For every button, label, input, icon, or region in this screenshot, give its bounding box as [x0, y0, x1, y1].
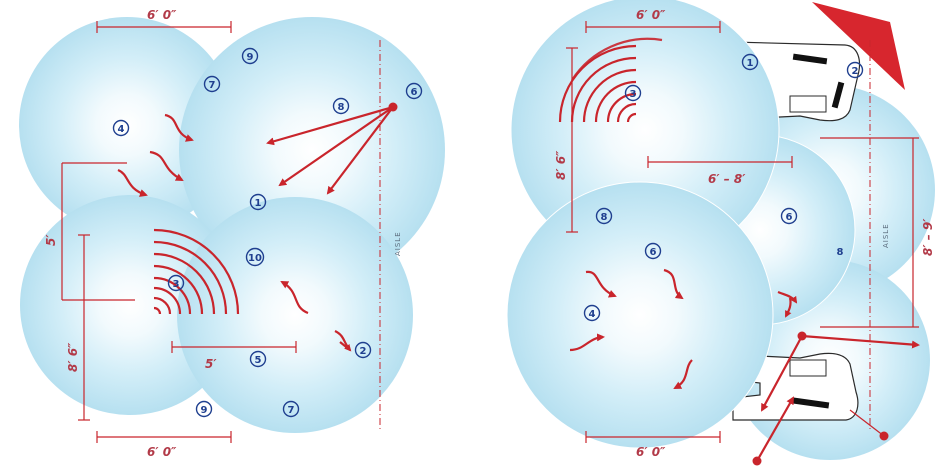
direction-triangle-icon — [812, 2, 905, 90]
svg-text:8′ 6″: 8′ 6″ — [66, 342, 80, 372]
signal-waves-icon — [153, 228, 240, 315]
dimension-aisle-width: 8′ – 9′ — [820, 137, 935, 328]
marker-badge: 3 — [624, 84, 642, 102]
svg-text:3: 3 — [173, 279, 180, 290]
svg-text:7: 7 — [288, 405, 295, 416]
marker-badge: 3 — [167, 274, 185, 292]
marker-badge: 2 — [846, 61, 864, 79]
leader-line — [849, 409, 885, 437]
svg-text:6′ 0″: 6′ 0″ — [147, 8, 177, 22]
dimension-bottom-width: 6′ 0″ — [585, 431, 721, 459]
marker-badge: 6 — [780, 207, 798, 225]
dimension-offset-horizontal: 5′ — [171, 341, 297, 371]
svg-text:8: 8 — [338, 102, 345, 113]
svg-text:1: 1 — [747, 58, 754, 69]
marker-badge: 2 — [354, 341, 372, 359]
marker-badge: 6 — [405, 82, 423, 100]
svg-text:5′: 5′ — [44, 234, 58, 246]
svg-text:1: 1 — [255, 198, 262, 209]
marker-badge: 4 — [583, 304, 601, 322]
left-layout: AISLE 6′ 0″ 6′ 0″ 8′ 6″ 5′ — [19, 8, 445, 459]
marker-badge: 1 — [741, 53, 759, 71]
ray-arrows — [266, 105, 394, 195]
dimension-top-width: 6′ 0″ — [96, 8, 232, 33]
marker-badge: 8 — [332, 97, 350, 115]
ray-arrow — [801, 334, 920, 349]
marker-badge: 8 — [595, 207, 613, 225]
svg-text:6′ – 8′: 6′ – 8′ — [708, 172, 746, 186]
right-layout: AISLE 6′ 0″ 6′ 0″ 8′ 6″ 6′ – 8′ — [506, 0, 935, 466]
signal-waves-icon — [558, 37, 663, 123]
flow-arrow-icon — [117, 113, 352, 352]
marker-badge: 9 — [241, 47, 259, 65]
marker-badge: 7 — [282, 400, 300, 418]
svg-text:5′: 5′ — [205, 357, 217, 371]
svg-text:2: 2 — [852, 66, 859, 77]
svg-text:9: 9 — [247, 52, 254, 63]
svg-text:7: 7 — [209, 80, 216, 91]
svg-text:8′ 6″: 8′ 6″ — [554, 150, 568, 180]
svg-text:4: 4 — [589, 309, 596, 320]
dimension-offset-vertical: 5′ — [44, 162, 135, 301]
marker-badge: 6 — [644, 242, 662, 260]
dimension-top-width: 6′ 0″ — [585, 8, 721, 33]
svg-text:6: 6 — [411, 87, 418, 98]
aisle-label: AISLE — [882, 223, 890, 248]
flow-arrow-icon — [569, 268, 798, 389]
ray-arrow — [761, 335, 803, 412]
marker-badge: 7 — [203, 75, 221, 93]
svg-text:6: 6 — [650, 247, 657, 258]
svg-text:6: 6 — [786, 212, 793, 223]
svg-text:8′ – 9′: 8′ – 9′ — [921, 218, 935, 256]
svg-text:9: 9 — [201, 405, 208, 416]
svg-text:6′ 0″: 6′ 0″ — [636, 445, 666, 459]
svg-text:4: 4 — [118, 124, 125, 135]
plain-number-label: 8 — [837, 247, 844, 258]
svg-text:8: 8 — [601, 212, 608, 223]
dimension-depth: 8′ 6″ — [66, 234, 90, 421]
zone-circle — [177, 197, 413, 433]
svg-text:6′ 0″: 6′ 0″ — [147, 445, 177, 459]
svg-text:3: 3 — [630, 89, 637, 100]
dimension-span: 6′ – 8′ — [647, 156, 793, 186]
dimension-bottom-width: 6′ 0″ — [96, 431, 232, 459]
aisle-label: AISLE — [394, 231, 402, 256]
marker-badge: 9 — [195, 400, 213, 418]
marker-badge: 10 — [245, 247, 265, 267]
marker-badge: 1 — [249, 193, 267, 211]
marker-badge: 4 — [112, 119, 130, 137]
svg-text:10: 10 — [248, 253, 262, 264]
svg-text:5: 5 — [255, 355, 262, 366]
marker-badge: 5 — [249, 350, 267, 368]
ray-arrow — [756, 396, 794, 462]
zone-circle — [506, 181, 774, 449]
svg-text:2: 2 — [360, 346, 367, 357]
svg-text:6′ 0″: 6′ 0″ — [636, 8, 666, 22]
